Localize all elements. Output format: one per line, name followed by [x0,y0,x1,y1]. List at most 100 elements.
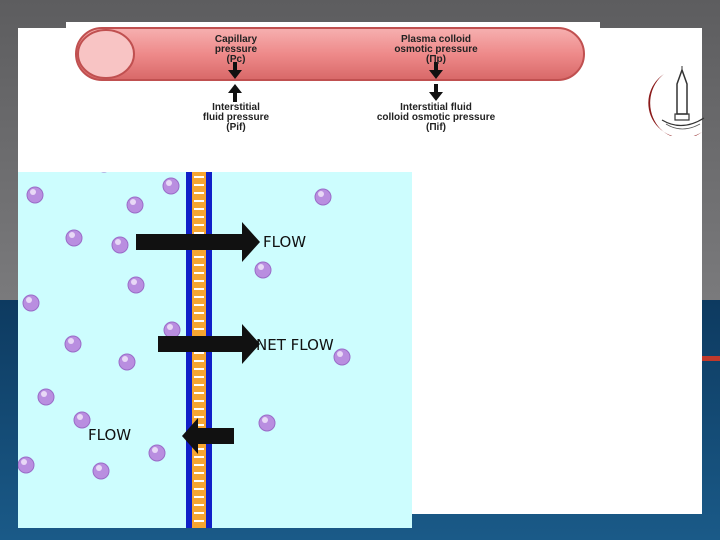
membrane-pore [194,416,204,418]
particle-highlight [130,199,136,205]
solute-particle [333,348,351,366]
particles [17,155,351,480]
minaret-icon [676,67,688,115]
membrane-pore [194,320,204,322]
solute-particle [111,236,129,254]
particle-highlight [166,180,172,186]
particle-highlight [21,459,27,465]
flow-arrow-top [136,222,260,262]
membrane-pore [194,328,204,330]
membrane-pore [194,296,204,298]
membrane-pore [194,272,204,274]
solute-particle [314,188,332,206]
membrane-pore [194,512,204,514]
net-flow-arrow [158,324,260,364]
solute-particle [17,456,35,474]
arrow-pp-head [429,70,443,79]
membrane-pore [194,304,204,306]
solute-particle [92,462,110,480]
membrane-pore [194,264,204,266]
membrane-pore [194,176,204,178]
membrane-pore [194,288,204,290]
solute-particle [26,186,44,204]
solute-particle [127,276,145,294]
solute-particle [163,321,181,339]
arrow-pc-head [228,70,242,79]
label-plasma-colloid: Plasma colloid osmotic pressure (Πp) [394,34,478,65]
membrane-pore [194,408,204,410]
membrane-pore [194,200,204,202]
particle-highlight [337,351,343,357]
particle-highlight [41,391,47,397]
particle-highlight [318,191,324,197]
particle-highlight [262,417,268,423]
membrane-pore [194,504,204,506]
capillary-vessel [75,27,585,81]
membrane-pores [194,176,204,522]
seal-icon [648,66,705,139]
flow-label-top: FLOW [263,233,307,251]
arrow-pp-shaft [434,62,438,72]
flow-arrow-bottom [182,418,234,454]
solute-particle [258,414,276,432]
membrane-pore [194,464,204,466]
membrane-pore [194,360,204,362]
pressure-arrows [228,62,443,102]
particle-highlight [69,232,75,238]
capillary-opening [77,29,135,79]
solute-particle [22,294,40,312]
solute-particle [254,261,272,279]
arrow-pif2-head [429,92,443,101]
membrane-pore [194,368,204,370]
membrane-pore [194,232,204,234]
membrane-pore [194,480,204,482]
particle-highlight [258,264,264,270]
membrane-pore [194,280,204,282]
particle-highlight [122,356,128,362]
starling-forces-diagram: Capillary pressure (Pc) Plasma colloid o… [66,22,600,133]
solute-particle [65,229,83,247]
particle-highlight [152,447,158,453]
arrow-pc-shaft [233,62,237,72]
flow-label-bottom: FLOW [88,426,132,444]
solute-particle [148,444,166,462]
arrow-pif2-shaft [434,84,438,94]
particle-highlight [131,279,137,285]
arrow-pif-shaft [233,92,237,102]
membrane-pore [194,424,204,426]
arrow-pif-head [228,84,242,93]
membrane-pore [194,456,204,458]
membrane-pore [194,184,204,186]
membrane-pore [194,312,204,314]
seal-arc [661,117,705,127]
membrane-pore [194,256,204,258]
label-capillary-pressure: Capillary pressure (Pc) [214,34,258,65]
particle-highlight [30,189,36,195]
university-seal-logo [646,66,718,139]
membrane-pore [194,376,204,378]
membrane-pore [194,488,204,490]
membrane-pore [194,400,204,402]
particle-highlight [68,338,74,344]
label-interstitial-colloid: Interstitial fluid colloid osmotic press… [376,102,496,133]
membrane-pore [194,192,204,194]
membrane-pore [194,208,204,210]
particle-highlight [77,414,83,420]
label-interstitial-pressure: Interstitial fluid pressure (Pif) [202,102,270,133]
membrane-pore [194,352,204,354]
solute-particle [162,177,180,195]
particle-highlight [115,239,121,245]
fluid-svg [17,155,351,528]
membrane-pore [194,392,204,394]
solute-particle [64,335,82,353]
membrane-pore [194,472,204,474]
particle-highlight [96,465,102,471]
solute-particle [37,388,55,406]
solute-particle [126,196,144,214]
slide: Capillary pressure (Pc) Plasma colloid o… [17,22,705,528]
membrane-pore [194,384,204,386]
net-flow-label: NET FLOW [256,336,334,354]
membrane-pore [194,216,204,218]
capillary-svg [75,27,585,102]
membrane-pore [194,496,204,498]
